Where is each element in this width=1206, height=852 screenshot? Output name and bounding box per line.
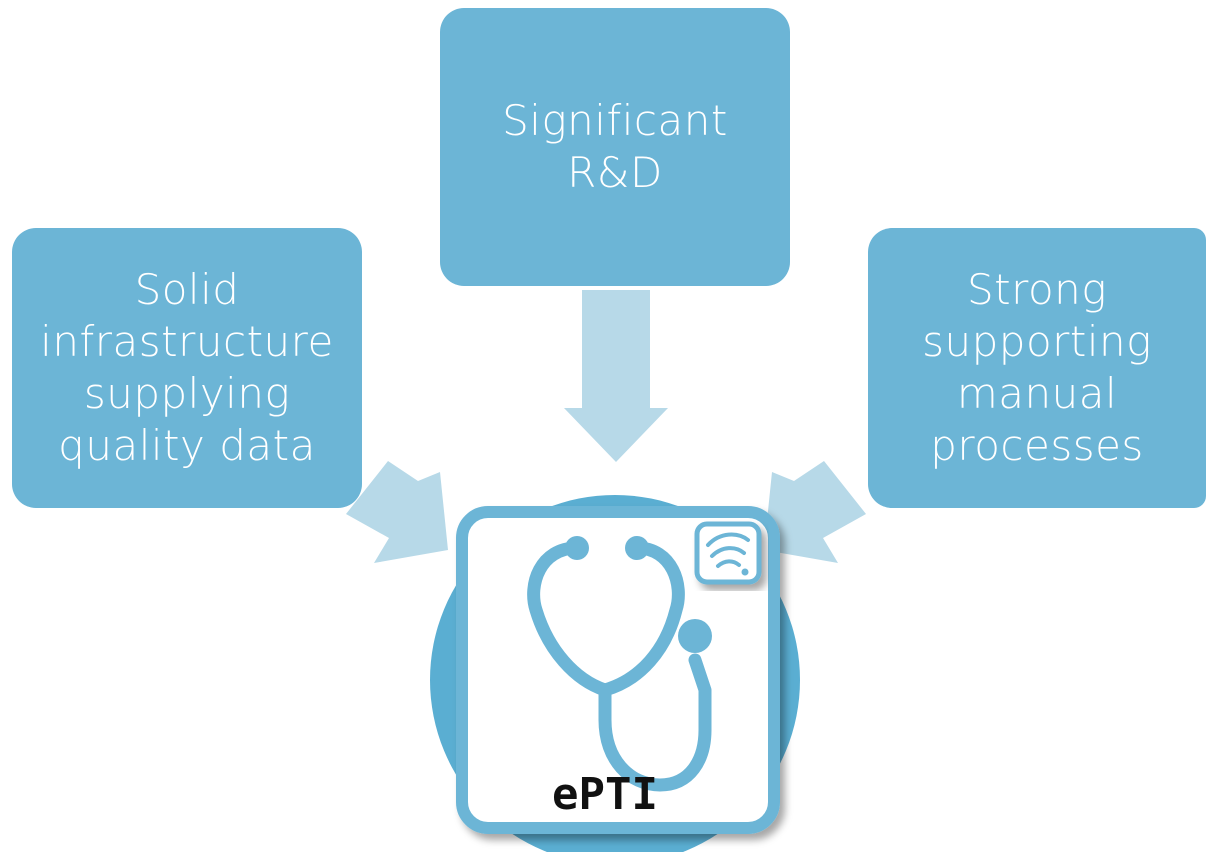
stethoscope-icon <box>527 541 712 792</box>
box-right-line: supporting <box>922 317 1152 366</box>
box-right-line: manual <box>956 369 1118 418</box>
arrow-left <box>346 461 448 563</box>
box-left-line: Solid <box>134 265 240 314</box>
box-right-line: processes <box>930 421 1144 470</box>
arrow-right <box>764 461 866 563</box>
box-left-line: quality data <box>58 421 316 470</box>
box-right-line: Strong <box>967 265 1107 314</box>
stethoscope-chestpiece <box>678 619 712 653</box>
stethoscope-earpiece-left <box>565 536 589 560</box>
box-solid-infrastructure: Solid infrastructure supplying quality d… <box>12 228 362 508</box>
logo-label: ePTI <box>552 769 658 820</box>
wireless-signal-icon <box>694 521 762 585</box>
box-center-line: R&D <box>567 148 663 197</box>
stethoscope-earpiece-right <box>625 536 649 560</box>
box-center-line: Significant <box>502 96 728 145</box>
arrow-center <box>564 290 668 462</box>
box-strong-manual-processes: Strong supporting manual processes <box>868 228 1206 508</box>
box-left-line: infrastructure <box>40 317 334 366</box>
box-significant-rd: Significant R&D <box>440 8 790 286</box>
box-left-line: supplying <box>83 369 291 418</box>
